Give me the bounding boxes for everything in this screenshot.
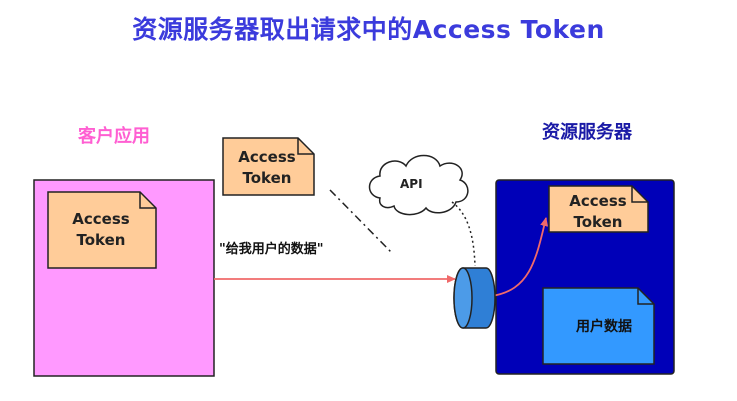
extract-token-arrow <box>491 217 549 297</box>
server-token-line2: Token <box>573 213 623 231</box>
api-endpoint-cylinder <box>453 267 496 329</box>
api-label: API <box>400 177 423 191</box>
server-token-line1: Access <box>569 192 627 210</box>
client-app-label: 客户应用 <box>78 126 150 147</box>
transit-token-text: Access Token <box>227 147 307 189</box>
page-title: 资源服务器取出请求中的Access Token <box>132 15 605 44</box>
api-cloud <box>368 154 469 216</box>
transit-dashdot-line <box>329 189 393 254</box>
server-token-text: Access Token <box>553 191 643 233</box>
server-token-doc <box>548 185 649 233</box>
client-token-line1: Access <box>72 210 130 228</box>
client-token-line2: Token <box>76 231 126 249</box>
api-dotted-line <box>451 201 476 267</box>
transit-token-doc <box>222 137 315 196</box>
transit-token-line2: Token <box>242 169 292 187</box>
client-token-doc <box>47 191 157 269</box>
request-label: "给我用户的数据" <box>219 242 324 257</box>
user-data-doc <box>542 287 655 365</box>
client-token-text: Access Token <box>56 209 146 251</box>
resource-server-label: 资源服务器 <box>542 122 632 143</box>
user-data-label: 用户数据 <box>576 319 632 335</box>
transit-token-line1: Access <box>238 148 296 166</box>
